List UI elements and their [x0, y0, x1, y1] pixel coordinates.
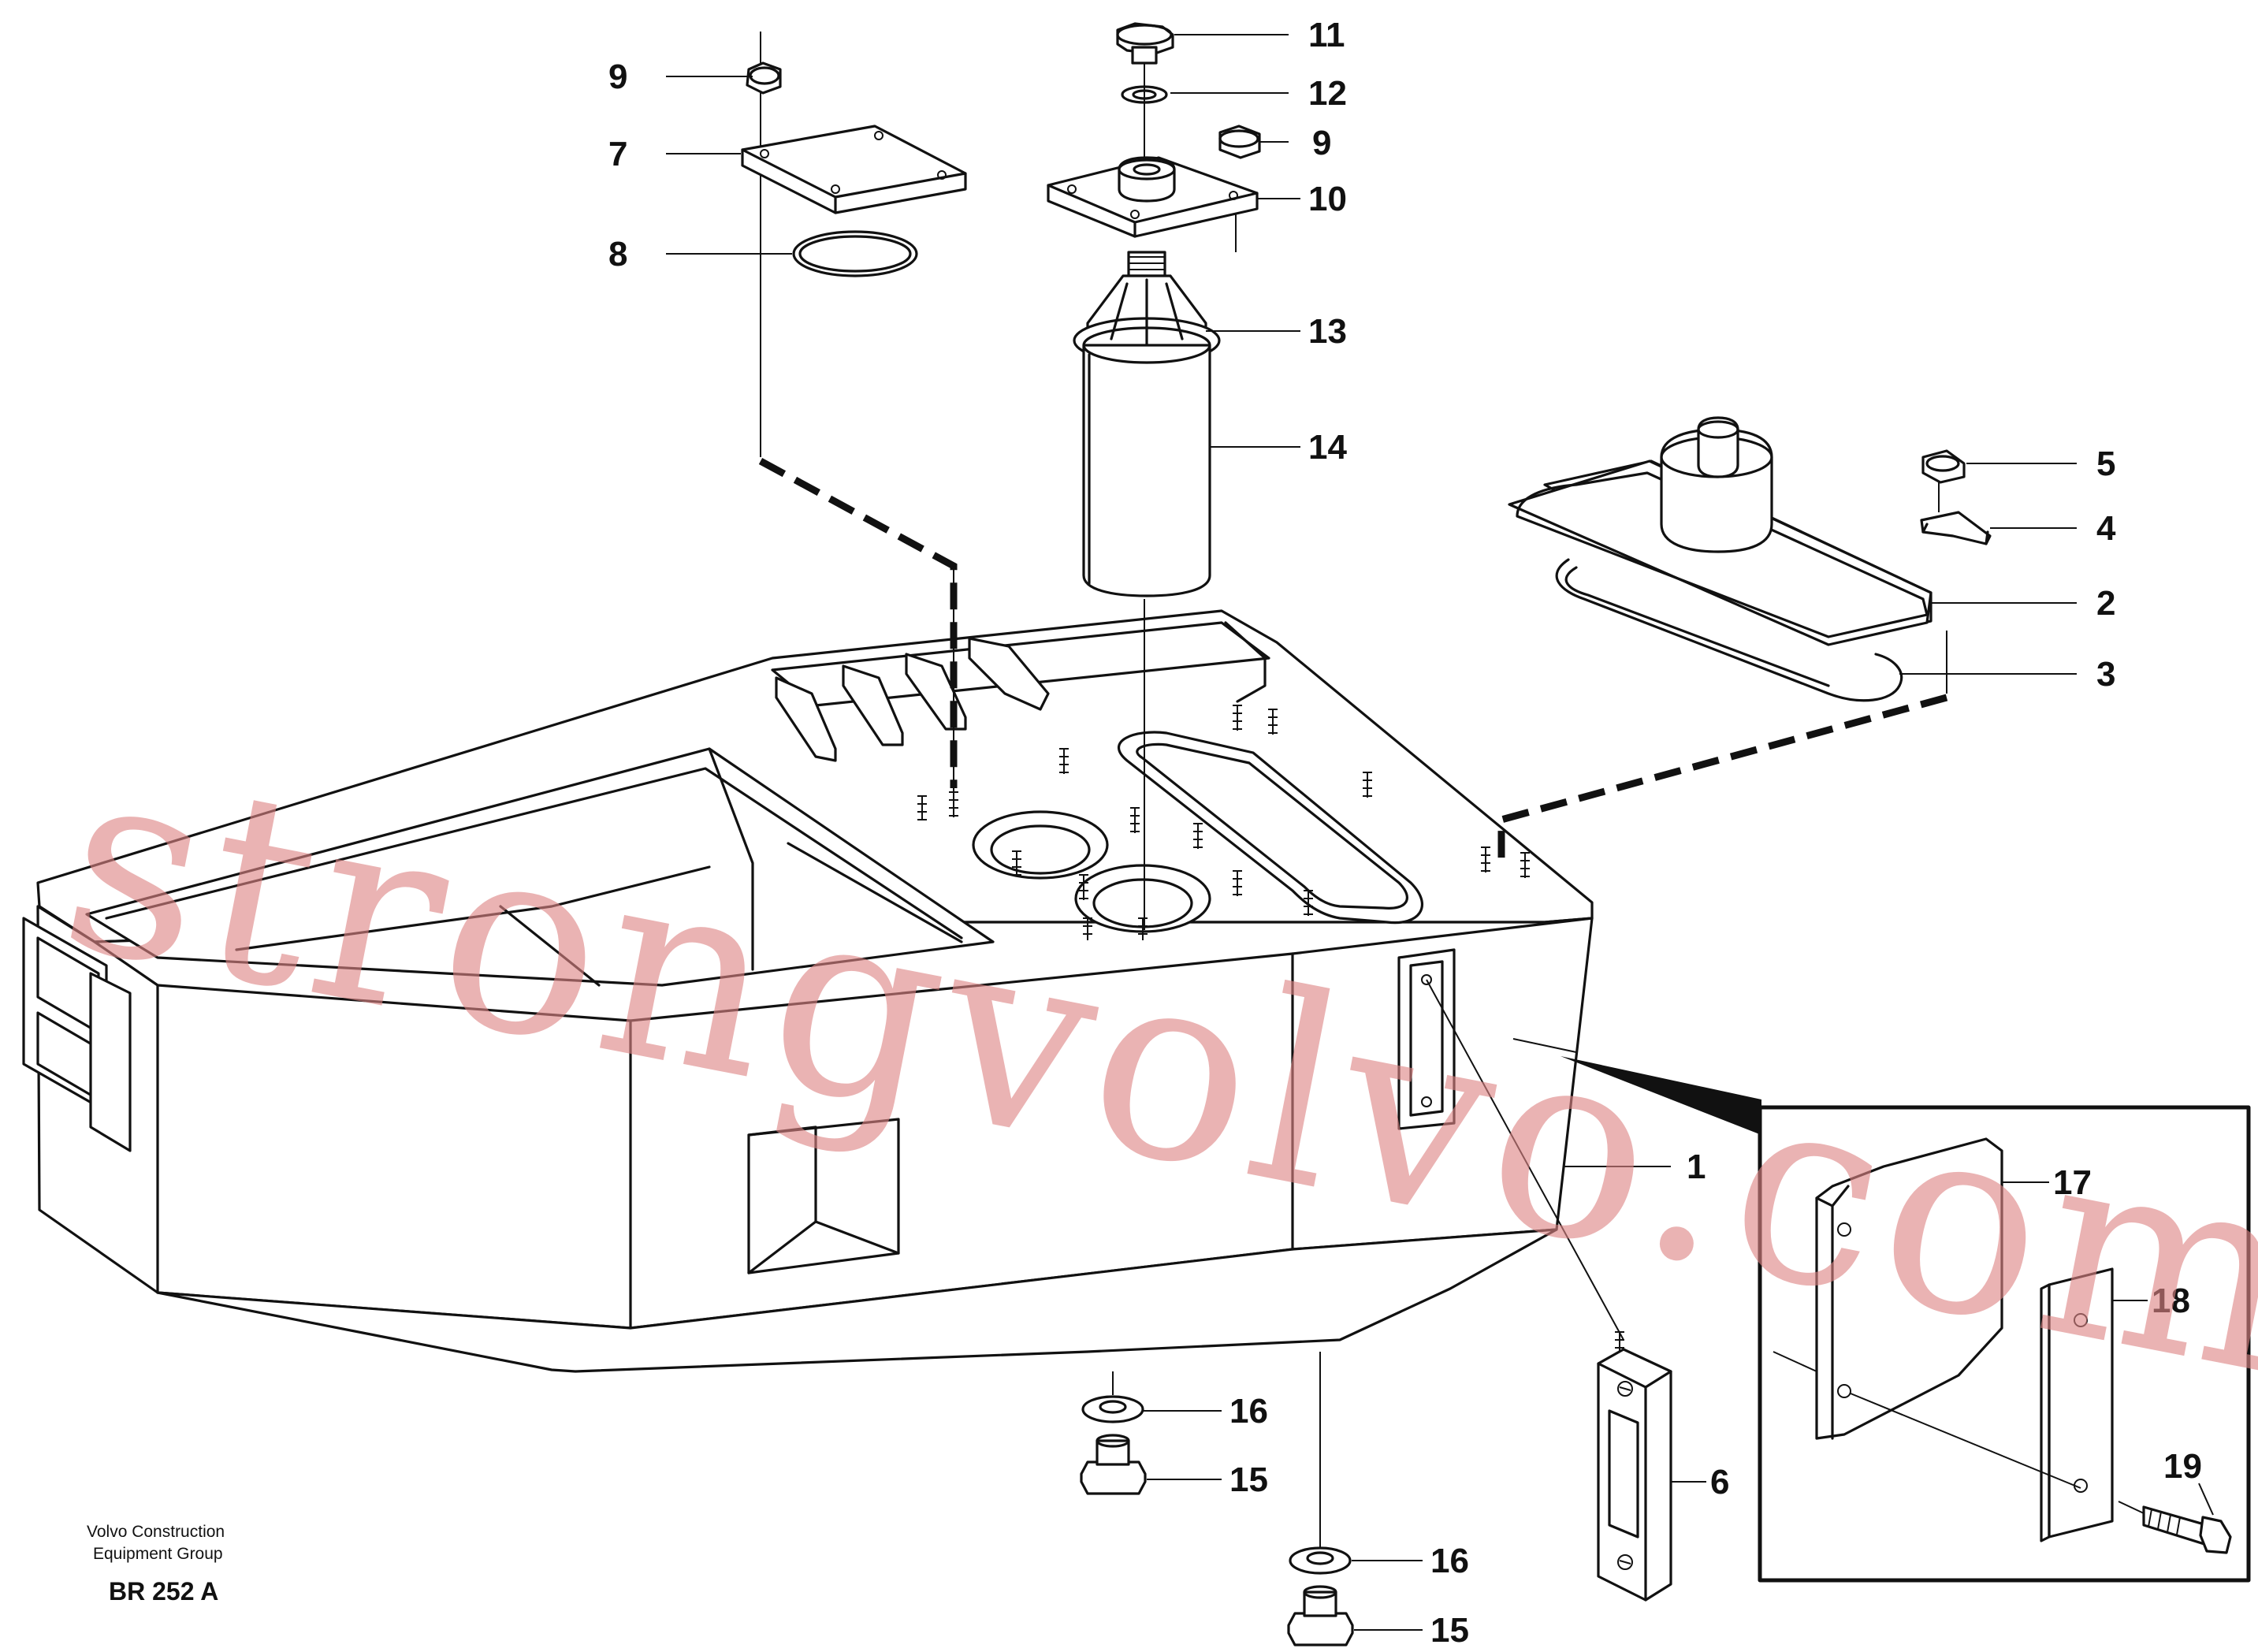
callout-17: 17 — [2053, 1163, 2092, 1202]
assembly-lines — [758, 32, 1948, 1557]
inspection-cover — [741, 61, 967, 277]
callout-13: 13 — [1308, 312, 1347, 351]
callout-8: 8 — [608, 235, 627, 273]
callout-4: 4 — [2096, 509, 2116, 548]
filter-housing — [1047, 22, 1261, 597]
callout-7: 7 — [608, 135, 627, 173]
detail-inset — [1758, 1105, 2251, 1583]
caption-line-2: Equipment Group — [93, 1545, 223, 1563]
callout-11: 11 — [1308, 16, 1345, 54]
callout-9b: 9 — [1312, 124, 1331, 162]
drain-plug-right — [1287, 1546, 1354, 1646]
cover-plate-assembly — [1508, 416, 1992, 702]
drain-plug-left — [1080, 1395, 1147, 1495]
callout-12: 12 — [1308, 74, 1347, 113]
publisher-caption: Volvo Construction Equipment Group BR 25… — [87, 1523, 225, 1605]
callout-19: 19 — [2163, 1447, 2202, 1486]
callout-3: 3 — [2096, 655, 2115, 694]
callout-16b: 16 — [1430, 1542, 1469, 1580]
caption-line-1: Volvo Construction — [87, 1523, 225, 1541]
callout-1: 1 — [1687, 1148, 1706, 1186]
callout-15b: 15 — [1430, 1611, 1469, 1650]
callout-9a: 9 — [608, 58, 627, 96]
callout-10: 10 — [1308, 180, 1347, 218]
callout-6: 6 — [1710, 1463, 1729, 1501]
callout-15a: 15 — [1229, 1460, 1268, 1499]
callout-5: 5 — [2096, 445, 2115, 483]
sight-glass — [1597, 1331, 1672, 1602]
callout-18: 18 — [2152, 1282, 2190, 1320]
callout-16a: 16 — [1229, 1392, 1268, 1431]
figure-reference: BR 252 A — [109, 1577, 218, 1605]
callout-14: 14 — [1308, 428, 1347, 467]
callout-2: 2 — [2096, 584, 2115, 623]
tank-body — [22, 609, 1594, 1373]
callout-labels: 9 7 8 11 12 9 10 13 14 5 4 2 3 1 6 16 15… — [608, 16, 2202, 1650]
callout-leaders — [666, 34, 2214, 1631]
